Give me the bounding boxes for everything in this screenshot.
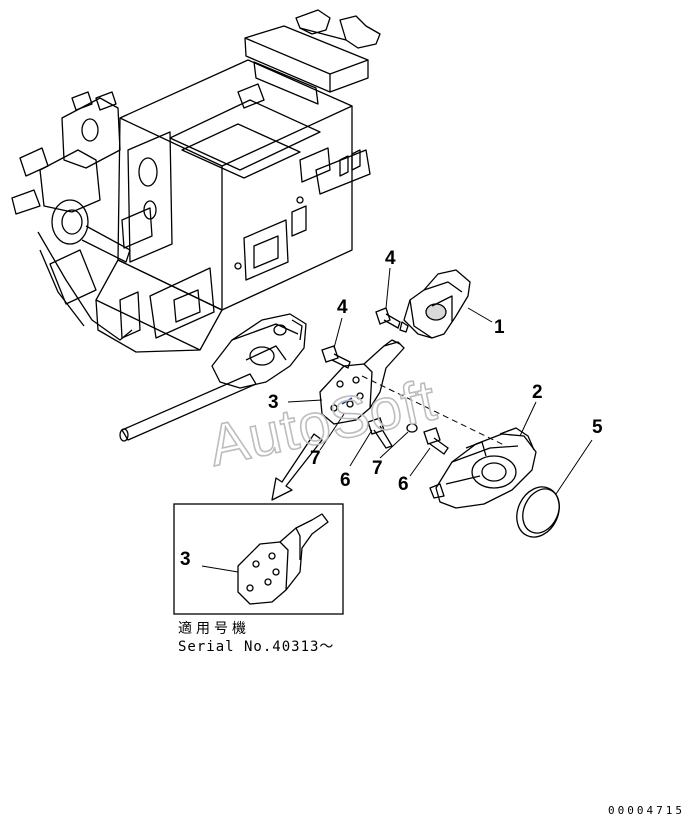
callout-4-lower: 4	[337, 297, 348, 318]
watermark: AutoSoft	[203, 367, 442, 478]
part-5-round-cap	[516, 486, 560, 538]
leader-lines	[201, 267, 593, 573]
callout-2: 2	[532, 382, 543, 403]
part-7-washer	[406, 423, 418, 433]
serial-number-label: Serial No.40313～	[178, 639, 335, 655]
figure-number: 00004715	[608, 804, 685, 817]
part-3-bracket	[319, 339, 405, 425]
callout-3-inset: 3	[180, 549, 191, 570]
callout-1: 1	[494, 317, 505, 338]
inset-frame	[173, 503, 344, 615]
part-4-bolt-lower	[321, 345, 351, 369]
callout-5: 5	[592, 417, 603, 438]
detail-arrow	[271, 433, 323, 501]
detail-inset: 3	[173, 503, 344, 615]
shift-lever-assembly	[119, 313, 307, 442]
callout-7-left: 7	[310, 448, 321, 469]
applicable-serial-label-jp: 適用号機	[178, 621, 250, 637]
chassis-frame	[11, 9, 381, 353]
callout-4-upper: 4	[385, 248, 396, 269]
callout-7-right: 7	[372, 458, 383, 479]
part-6-bolt-left	[367, 417, 393, 449]
part-4-bolt-upper	[375, 307, 401, 329]
callout-6-left: 6	[340, 470, 351, 491]
callout-6-right: 6	[398, 474, 409, 495]
inset-part-3-bracket	[237, 513, 329, 605]
part-1-boot-cover	[399, 269, 471, 339]
part-2-lower-cover	[429, 427, 537, 509]
part-6-bolt-right	[423, 427, 449, 455]
callout-3: 3	[268, 392, 279, 413]
